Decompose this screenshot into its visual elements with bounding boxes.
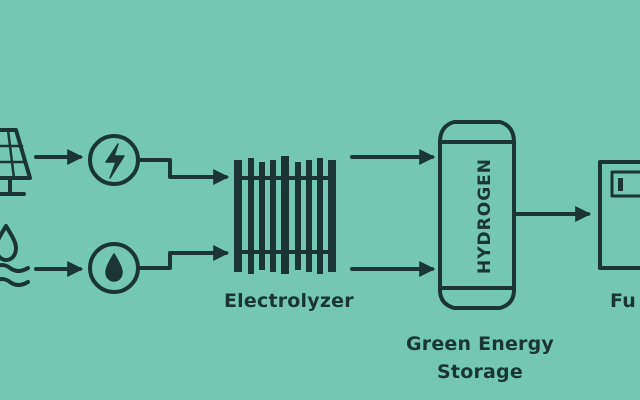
tank-label: HYDROGEN	[475, 158, 495, 274]
fuel-cell-icon	[598, 160, 640, 270]
solar-panel-icon	[0, 128, 32, 196]
water-drop-wave-icon	[0, 224, 30, 287]
storage-label-line1: Green Energy	[405, 333, 555, 355]
electrolyzer-label: Electrolyzer	[224, 290, 354, 312]
lightning-bolt-icon	[88, 134, 140, 186]
water-drop-icon	[88, 242, 140, 294]
hydrogen-tank-icon: HYDROGEN	[438, 120, 516, 310]
storage-label-line2: Storage	[437, 361, 523, 383]
fuel-cell-label: Fu	[610, 290, 636, 312]
arrow-power-to-electrolyzer	[138, 158, 230, 185]
electrolyzer-icon	[234, 156, 336, 274]
storage-label: Green Energy Storage	[380, 330, 580, 386]
arrow-drop-to-electrolyzer	[138, 245, 230, 270]
